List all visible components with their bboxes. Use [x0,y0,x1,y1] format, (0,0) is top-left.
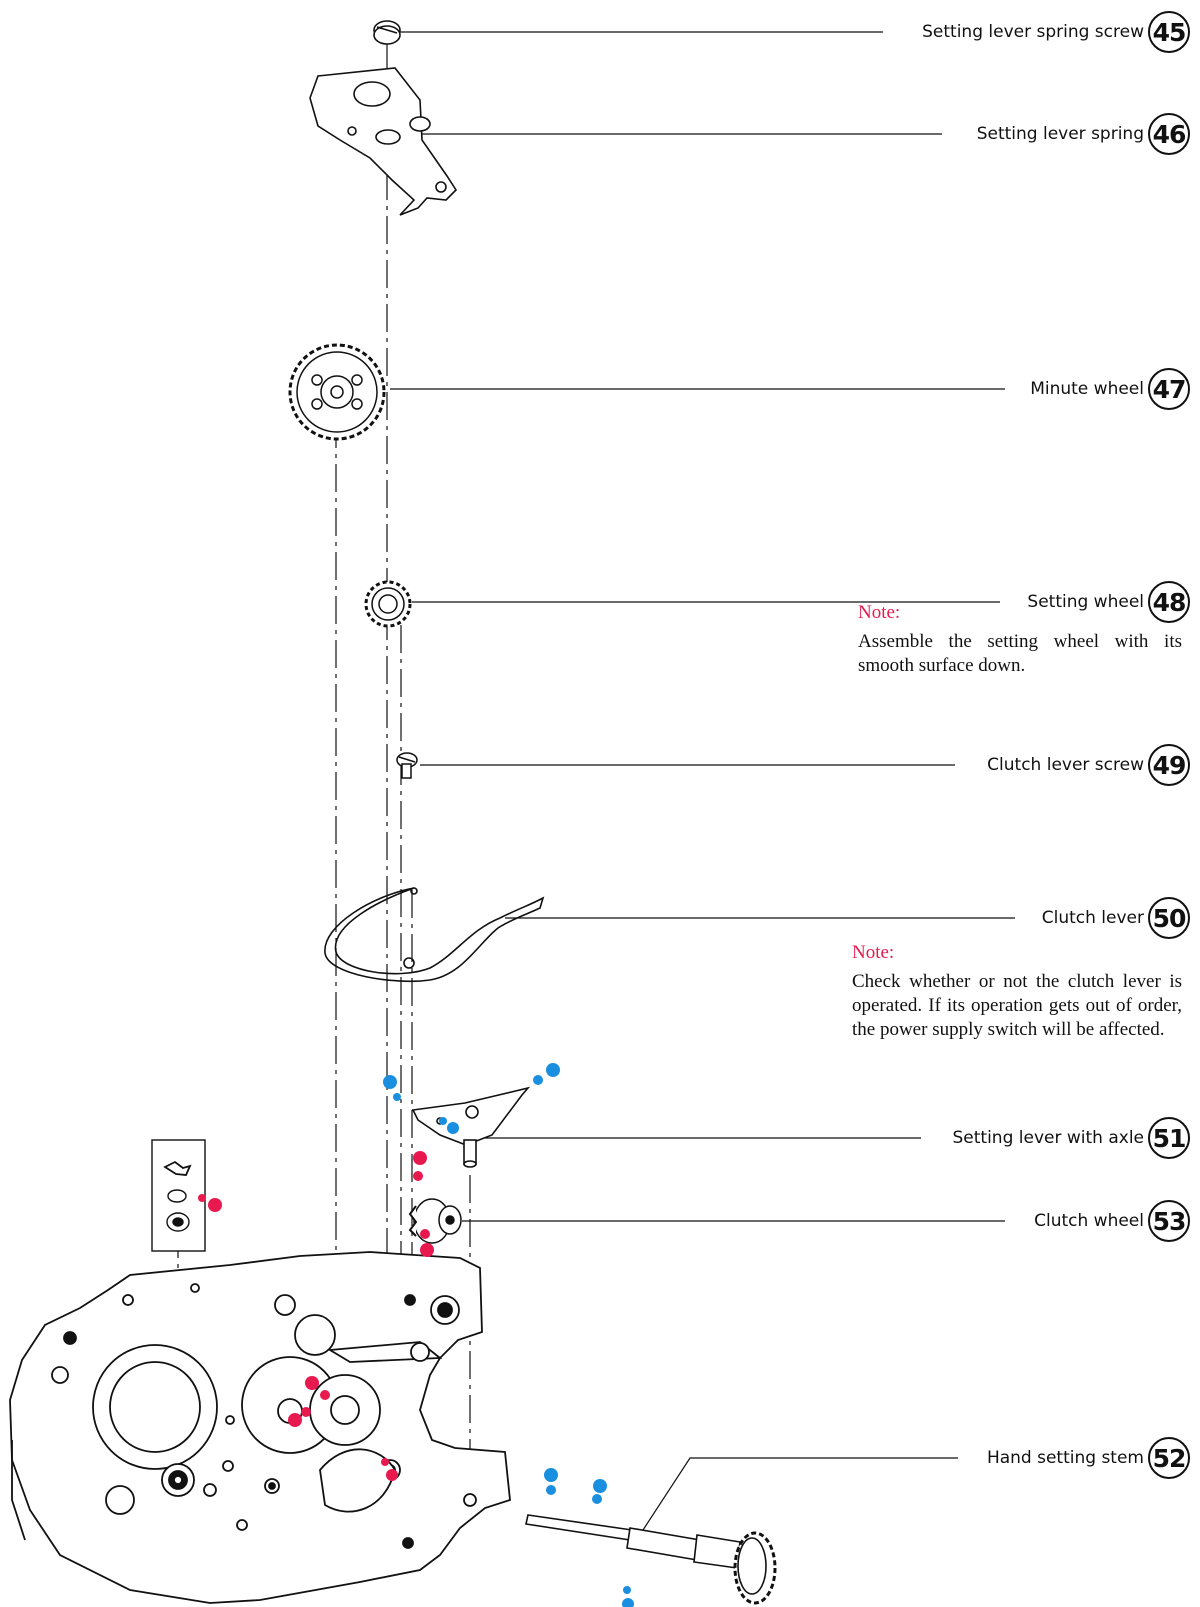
label-part-49: Clutch lever screw 49 [987,743,1190,787]
note-text: Check whether or not the clutch lever is… [852,971,1182,1040]
clutch-lever-screw [396,752,418,779]
part-name: Clutch wheel [1034,1211,1144,1231]
label-part-46: Setting lever spring 46 [977,112,1190,156]
inset-box [151,1139,206,1252]
note-title: Note: [852,942,895,963]
part-name: Setting lever spring [976,124,1144,144]
part-name: Hand setting stem [986,1448,1144,1468]
part-number-badge: 50 [1148,897,1190,939]
clutch-lever [324,887,545,983]
part-name: Setting wheel [1027,592,1144,612]
label-part-53: Clutch wheel 53 [1034,1199,1190,1243]
part-number-badge: 47 [1148,368,1190,410]
part-number-badge: 51 [1148,1117,1190,1159]
label-part-51: Setting lever with axle 51 [952,1116,1190,1160]
minute-wheel [288,343,386,441]
part-name: Setting lever with axle [952,1128,1145,1148]
note-clutch-lever: Note: Check whether or not the clutch le… [852,942,1182,1042]
label-part-45: Setting lever spring screw 45 [922,10,1190,54]
label-part-48: Setting wheel 48 [1027,580,1190,624]
part-name: Minute wheel [1030,379,1144,399]
part-name: Setting lever spring screw [922,22,1144,42]
part-number-badge: 49 [1148,744,1190,786]
leader-lines [390,31,1015,1531]
leader-line-52 [642,1457,958,1531]
part-number-badge: 52 [1148,1437,1190,1479]
clutch-wheel [408,1198,462,1244]
part-number-badge: 53 [1148,1200,1190,1242]
setting-lever-spring [309,67,458,216]
part-number-badge: 48 [1148,581,1190,623]
part-number-badge: 46 [1148,113,1190,155]
setting-lever-spring-screw [373,20,401,45]
main-plate [9,1251,511,1604]
label-part-47: Minute wheel 47 [1030,367,1190,411]
setting-lever-with-axle [411,1086,531,1168]
hand-setting-stem [525,1514,777,1605]
note-setting-wheel: Note: Assemble the setting wheel with it… [858,602,1182,678]
red-oil-markers [198,1151,434,1481]
blue-oil-markers [383,1063,634,1607]
note-text: Assemble the setting wheel with its smoo… [858,631,1182,676]
label-part-52: Hand setting stem 52 [987,1436,1190,1480]
note-title: Note: [858,602,901,623]
part-number-badge: 45 [1148,11,1190,53]
setting-wheel [364,580,412,628]
part-name: Clutch lever [1041,908,1144,928]
label-part-50: Clutch lever 50 [1042,896,1190,940]
part-name: Clutch lever screw [987,755,1144,775]
